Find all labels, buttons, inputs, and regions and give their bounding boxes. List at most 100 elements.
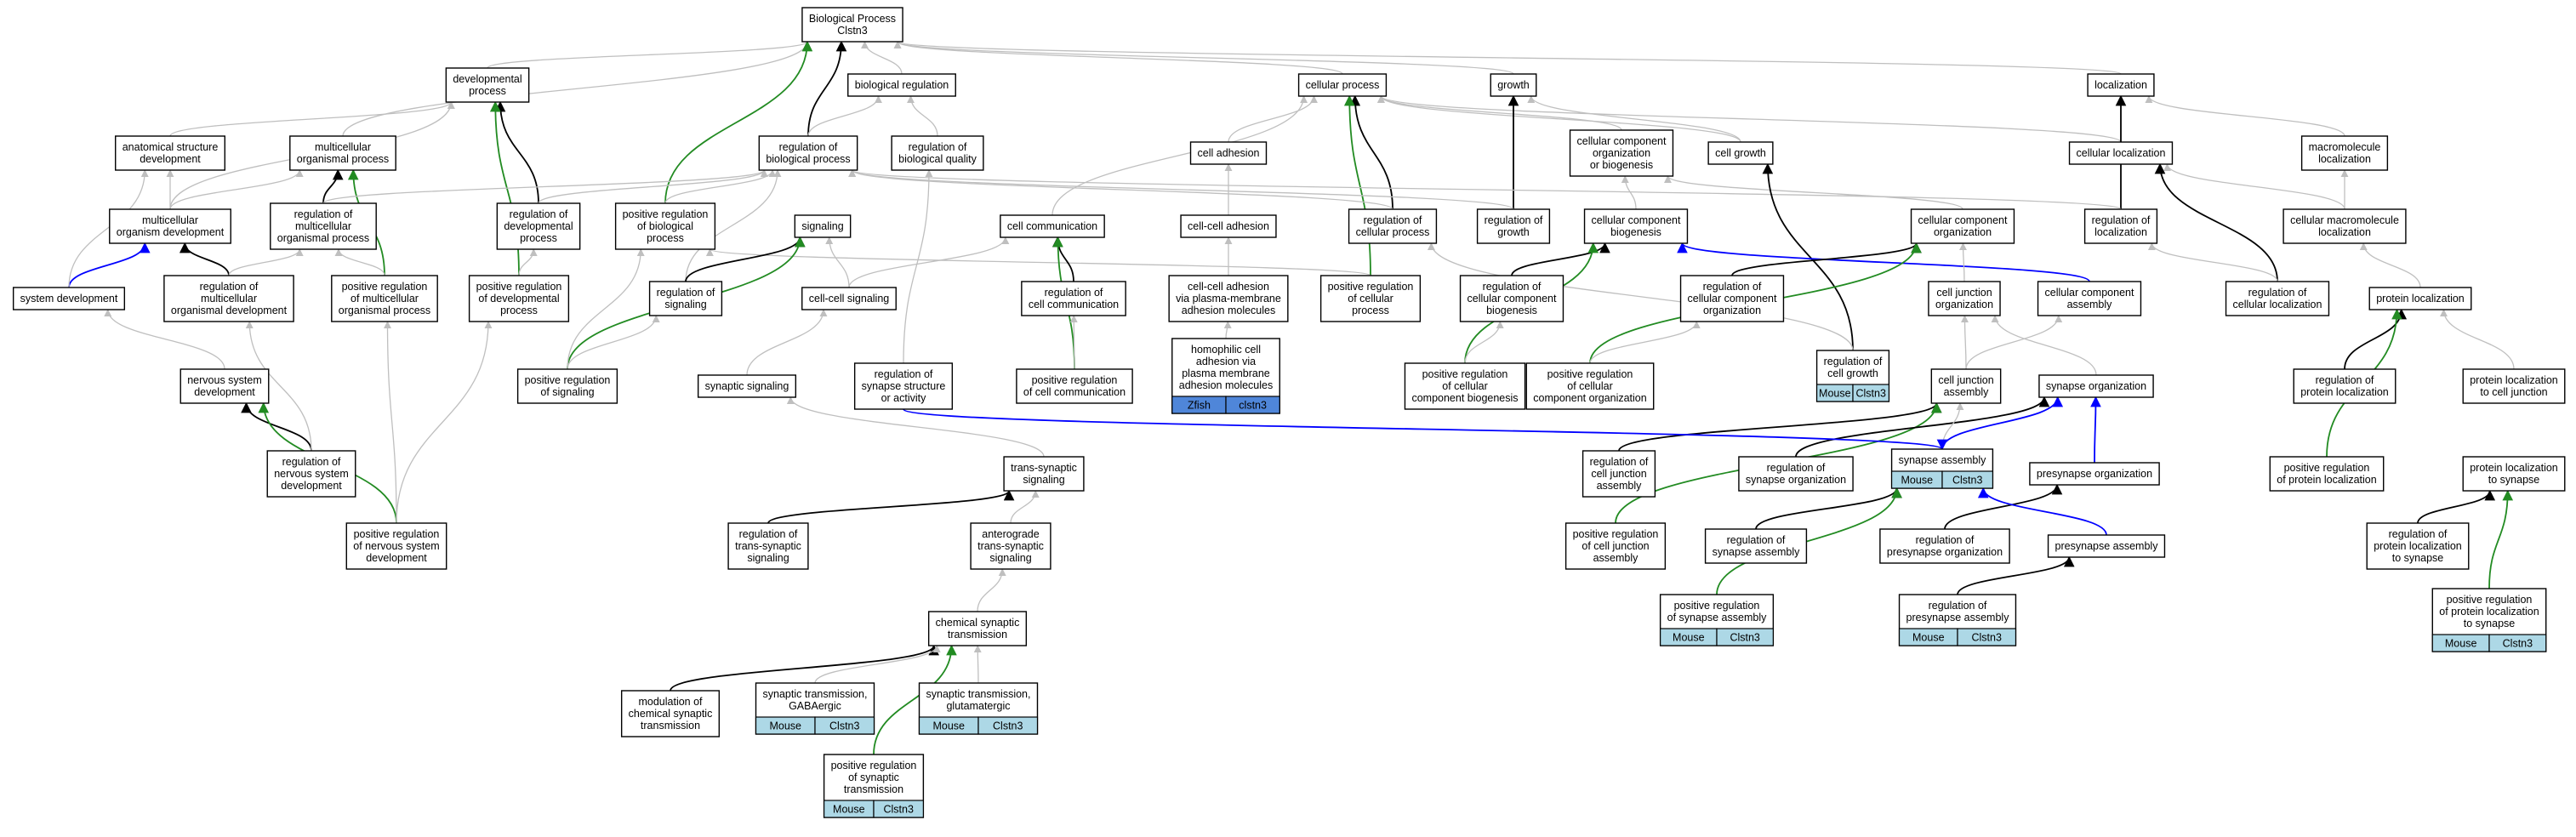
go-term-cellcomm[interactable]: cell communication <box>1000 214 1105 238</box>
go-term-presynorg[interactable]: presynapse organization <box>2029 462 2160 486</box>
go-term-protloc[interactable]: protein localization <box>2368 287 2472 310</box>
term-box <box>1583 208 1689 244</box>
go-term-localization[interactable]: localization <box>2087 73 2155 97</box>
go-term-cellproc[interactable]: cellular process <box>1297 73 1388 97</box>
edge-part-of <box>807 40 847 137</box>
term-label-line: adhesion molecules <box>1182 305 1276 316</box>
term-label-line: positive regulation <box>342 281 428 293</box>
go-term-synorg[interactable]: synapse organization <box>2038 374 2154 398</box>
go-term-synsig[interactable]: synaptic signaling <box>697 374 797 398</box>
go-term-glut[interactable]: synaptic transmission,glutamatergicMouse… <box>918 682 1039 735</box>
go-term-growth[interactable]: growth <box>1490 73 1537 97</box>
go-term-presynassem[interactable]: presynapse assembly <box>2047 534 2166 558</box>
go-term-bioreg[interactable]: biological regulation <box>847 73 956 97</box>
gene-cell <box>873 800 924 818</box>
term-label-line: of cell communication <box>1023 386 1126 398</box>
edge-is-a <box>1376 95 1622 131</box>
go-term-cellloc[interactable]: cellular localization <box>2068 141 2174 165</box>
term-label-line: anatomical structure <box>123 141 219 153</box>
species-label: Mouse <box>769 720 801 732</box>
edge-is-a <box>169 101 455 137</box>
go-term-cellcelladh[interactable]: cell-cell adhesion <box>1180 214 1277 238</box>
edge-is-a <box>1527 95 1741 143</box>
term-label-line: of protein localization <box>2277 474 2376 486</box>
gene-cell <box>2488 634 2547 652</box>
term-label-line: positive regulation <box>1674 600 1760 612</box>
go-term-sysdev[interactable]: system development <box>12 287 126 310</box>
go-term-celladh[interactable]: cell adhesion <box>1189 141 1268 165</box>
term-box <box>2068 141 2174 165</box>
go-term-signaling[interactable]: signaling <box>794 214 852 238</box>
edge-is-a <box>1228 95 1319 143</box>
term-box <box>801 287 897 310</box>
edge-is-a <box>567 315 660 370</box>
go-term-cellgrowth[interactable]: cell growth <box>1707 141 1774 165</box>
go-term-cellcellsig[interactable]: cell-cell signaling <box>801 287 897 310</box>
edge-is-a <box>1664 175 1963 210</box>
